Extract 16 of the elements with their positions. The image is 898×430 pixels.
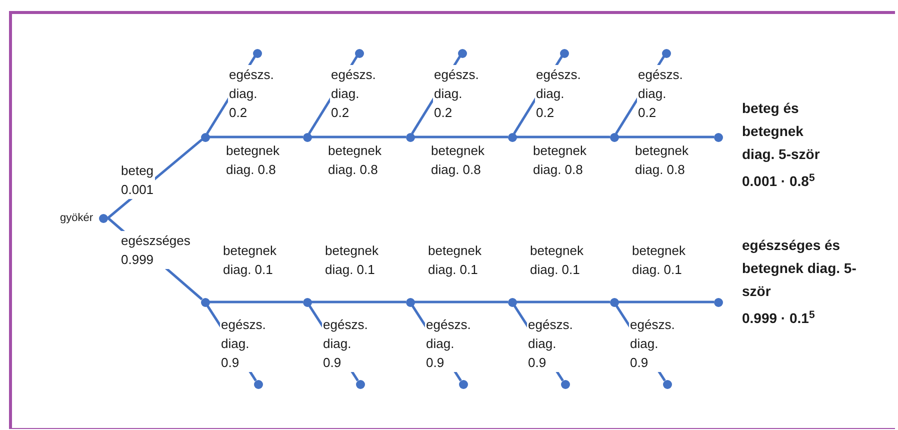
result-formula: 0.999 · 0.1$^{5}$ bbox=[742, 308, 816, 328]
branch-line bbox=[516, 300, 610, 304]
branch-line bbox=[618, 136, 714, 138]
root-label: gyökér bbox=[60, 210, 93, 226]
result-text: egészséges és betegnek diag. 5-ször bbox=[742, 236, 858, 301]
branch-line bbox=[414, 300, 508, 304]
edge-label: egészséges 0.999 bbox=[120, 231, 192, 269]
branch-line bbox=[209, 136, 303, 138]
result-text: beteg és betegnek diag. 5-ször bbox=[742, 99, 821, 164]
branch-line bbox=[311, 300, 406, 304]
branch-line bbox=[414, 136, 508, 138]
branch-line bbox=[618, 300, 714, 304]
branch-line bbox=[209, 300, 303, 304]
branch-line bbox=[311, 136, 406, 138]
result-formula: 0.001 · 0.8$^{5}$ bbox=[742, 170, 816, 191]
branch-line bbox=[516, 136, 610, 138]
